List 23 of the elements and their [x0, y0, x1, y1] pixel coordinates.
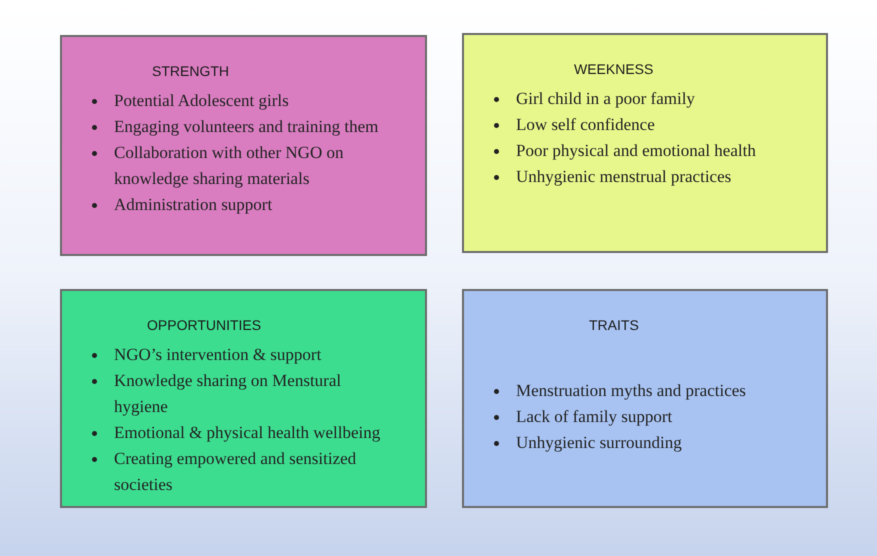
swot-box	[462, 289, 828, 508]
bullet-text: Collaboration with other NGO on knowledge sharing materials	[114, 142, 344, 190]
bullet-text: Unhygienic menstrual practices	[516, 166, 732, 188]
swot-box	[462, 33, 828, 253]
box-heading: WEEKNESS	[574, 60, 654, 79]
box-heading: OPPORTUNITIES	[147, 316, 262, 335]
bullet-text: Poor physical and emotional health	[516, 140, 756, 162]
bullet-text: Girl child in a poor family	[516, 88, 695, 110]
bullet-text: Creating empowered and sensitized societies	[114, 448, 358, 496]
bullet-text: Unhygienic surrounding	[516, 432, 682, 454]
bullet-text: Knowledge sharing on Menstural hygiene	[114, 370, 342, 418]
box-heading: STRENGTH	[152, 62, 229, 81]
bullet-text: NGO’s intervention & support	[114, 344, 322, 366]
swot-box	[60, 289, 427, 508]
bullet-text: Menstruation myths and practices	[516, 380, 746, 402]
bullet-text: Potential Adolescent girls	[114, 90, 289, 112]
bullet-text: Low self confidence	[516, 114, 655, 136]
bullet-text: Lack of family support	[516, 406, 672, 428]
bullet-text: Administration support	[114, 194, 272, 216]
bullet-text: Emotional & physical health wellbeing	[114, 422, 380, 444]
swot-box	[60, 35, 427, 256]
bullet-text: Engaging volunteers and training them	[114, 116, 378, 138]
box-heading: TRAITS	[589, 316, 639, 335]
